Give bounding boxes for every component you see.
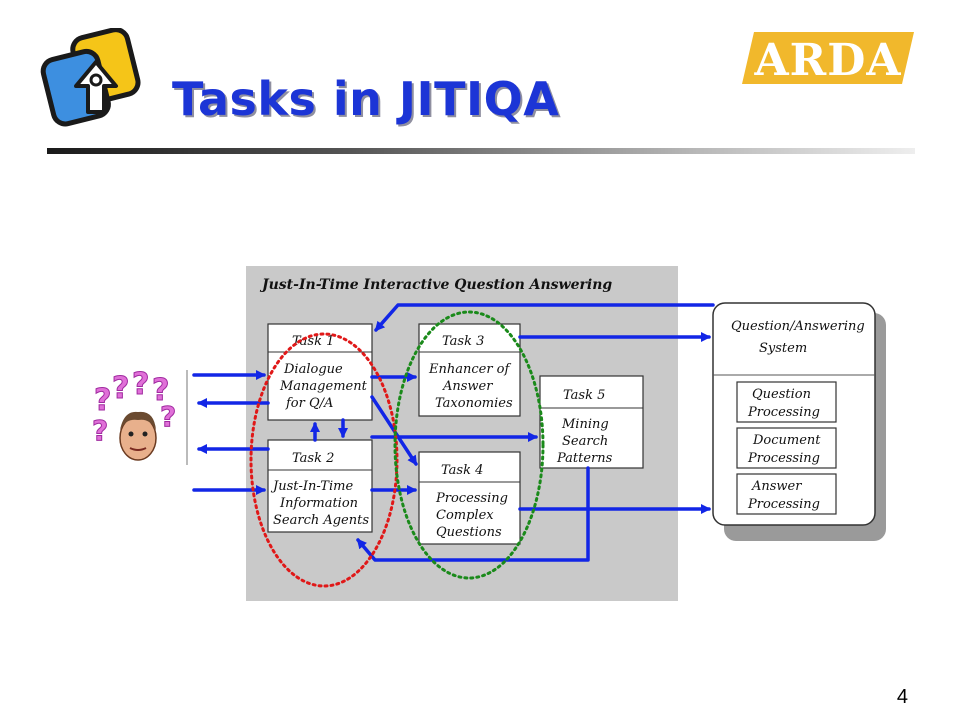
page-number: 4 bbox=[896, 686, 908, 708]
qa-system-title-2: System bbox=[759, 341, 807, 356]
task2-header: Task 2 bbox=[292, 451, 334, 466]
red-dotted-ellipse bbox=[249, 332, 399, 588]
task4-line2: Complex bbox=[436, 508, 494, 523]
svg-text:?: ? bbox=[152, 373, 169, 408]
user-question-avatar: ? ? ? ? ? ? bbox=[90, 370, 188, 465]
svg-text:ARDA: ARDA bbox=[754, 35, 902, 86]
qa-module-document-line1: Document bbox=[752, 433, 821, 448]
qa-module-answer bbox=[736, 473, 837, 515]
arrow-task5-to-task2 bbox=[356, 466, 590, 562]
task5-box bbox=[539, 375, 644, 469]
task1-box bbox=[267, 323, 373, 421]
svg-text:?: ? bbox=[160, 400, 176, 433]
task2-line3: Search Agents bbox=[273, 513, 369, 528]
qa-module-question-line1: Question bbox=[752, 387, 811, 402]
task5-line1: Mining bbox=[561, 417, 609, 432]
task4-line1: Processing bbox=[435, 491, 508, 506]
task1-line3: for Q/A bbox=[285, 396, 333, 411]
task1-line2: Management bbox=[279, 379, 368, 394]
task1-header: Task 1 bbox=[292, 334, 334, 349]
folder-logo-icon bbox=[40, 28, 141, 127]
svg-text:?: ? bbox=[112, 371, 129, 406]
task4-header: Task 4 bbox=[441, 463, 483, 478]
qa-module-document-line2: Processing bbox=[747, 451, 820, 466]
task3-line1: Enhancer of bbox=[428, 362, 512, 377]
task3-line3: Taxonomies bbox=[435, 396, 513, 411]
svg-text:?: ? bbox=[132, 370, 149, 402]
arrow-qa-to-task1 bbox=[374, 303, 715, 332]
task1-line1: Dialogue bbox=[283, 362, 343, 377]
qa-module-document bbox=[736, 427, 837, 469]
green-dotted-ellipse bbox=[393, 310, 545, 580]
task5-line2: Search bbox=[562, 434, 608, 449]
qa-module-question bbox=[736, 381, 837, 423]
panel-title: Just-In-Time Interactive Question Answer… bbox=[259, 277, 612, 293]
task2-line1: Just-In-Time bbox=[270, 479, 353, 494]
task2-box bbox=[267, 439, 373, 533]
task5-header: Task 5 bbox=[563, 388, 605, 403]
arda-logo: ARDA bbox=[742, 32, 914, 86]
qa-module-answer-line2: Processing bbox=[747, 497, 820, 512]
slide-title: Tasks in JITIQA bbox=[172, 72, 560, 126]
task3-box bbox=[418, 323, 521, 417]
task3-line2: Answer bbox=[442, 379, 493, 394]
task4-line3: Questions bbox=[436, 525, 502, 540]
qa-system-title-1: Question/Answering bbox=[731, 319, 865, 334]
task5-line3: Patterns bbox=[556, 451, 613, 466]
avatar-divider bbox=[186, 370, 188, 465]
task4-box bbox=[418, 451, 521, 545]
qa-module-question-line2: Processing bbox=[747, 405, 820, 420]
title-underline bbox=[47, 148, 915, 154]
svg-text:?: ? bbox=[94, 383, 111, 418]
svg-text:?: ? bbox=[92, 414, 108, 447]
task3-header: Task 3 bbox=[442, 334, 484, 349]
qa-module-answer-line1: Answer bbox=[751, 479, 802, 494]
task2-line2: Information bbox=[279, 496, 358, 511]
